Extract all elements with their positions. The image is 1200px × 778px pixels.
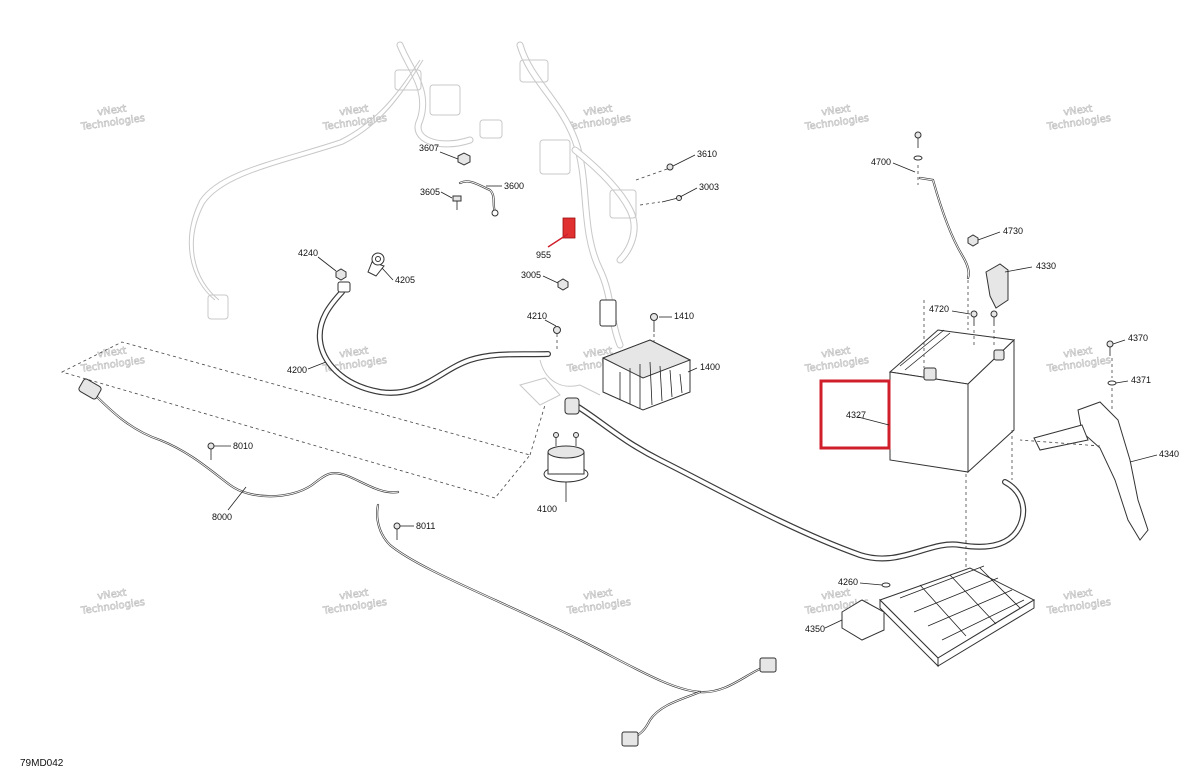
cover-4330 — [985, 263, 1009, 309]
screw-4720 — [970, 310, 998, 326]
svg-text:vNext: vNext — [97, 103, 128, 118]
svg-text:vNext: vNext — [821, 345, 852, 360]
screw-3003 — [661, 195, 682, 203]
part-label-8000: 8000 — [212, 512, 232, 522]
watermark: vNext Technologies — [321, 345, 388, 375]
svg-text:vNext: vNext — [583, 103, 614, 118]
svg-text:vNext: vNext — [1063, 345, 1094, 360]
part-label-4200: 4200 — [287, 365, 307, 375]
svg-text:vNext: vNext — [821, 103, 852, 118]
part-labels: 3607 3605 3600 3610 3003 955 3005 4240 4… — [212, 143, 1179, 634]
bracket-4340 — [1033, 401, 1149, 541]
watermark: vNext Technologies — [1045, 103, 1112, 133]
harness-8000 — [78, 378, 400, 498]
svg-text:vNext: vNext — [97, 587, 128, 602]
part-label-1410: 1410 — [674, 311, 694, 321]
part-label-1400: 1400 — [700, 362, 720, 372]
cable-negative — [564, 397, 1027, 562]
part-label-3003: 3003 — [699, 182, 719, 192]
svg-text:vNext: vNext — [583, 587, 614, 602]
relay-955-highlight — [547, 217, 576, 248]
bolt-3605 — [452, 195, 462, 210]
svg-text:vNext: vNext — [1063, 103, 1094, 118]
nut-4240 — [335, 268, 347, 281]
nut-4730 — [967, 234, 979, 247]
nut-3005 — [557, 278, 569, 291]
svg-text:vNext: vNext — [339, 345, 370, 360]
part-label-3607: 3607 — [419, 143, 439, 153]
part-label-4340: 4340 — [1159, 449, 1179, 459]
battery-strap-4700 — [913, 131, 970, 280]
watermark: vNext Technologies — [1045, 345, 1112, 375]
watermark: vNext Technologies — [79, 345, 146, 375]
part-label-4210: 4210 — [527, 311, 547, 321]
assembly-lines — [556, 165, 1113, 570]
part-label-8010: 8010 — [233, 441, 253, 451]
bolt-4370 — [1106, 340, 1114, 356]
watermark: vNext Technologies — [1045, 587, 1112, 617]
watermark: vNext Technologies — [803, 103, 870, 133]
clip-8010 — [207, 442, 215, 460]
watermark: vNext Technologies — [565, 587, 632, 617]
part-label-4350: 4350 — [805, 624, 825, 634]
highlight-box-4327 — [819, 379, 891, 450]
battery-body — [888, 329, 1016, 474]
part-label-4730: 4730 — [1003, 226, 1023, 236]
part-label-4205: 4205 — [395, 275, 415, 285]
svg-text:vNext: vNext — [1063, 587, 1094, 602]
harness-8011 — [376, 503, 777, 747]
svg-text:vNext: vNext — [97, 345, 128, 360]
svg-text:vNext: vNext — [821, 587, 852, 602]
part-label-4100: 4100 — [537, 504, 557, 514]
part-label-4371: 4371 — [1131, 375, 1151, 385]
part-label-4700: 4700 — [871, 157, 891, 167]
watermark: vNext Technologies — [79, 587, 146, 617]
clip-8011 — [393, 522, 401, 540]
tray-4350 — [841, 565, 1036, 668]
part-label-955: 955 — [536, 250, 551, 260]
cable-3600 — [458, 180, 499, 217]
leader-lines — [214, 151, 1158, 629]
solenoid-4100 — [543, 432, 589, 483]
part-label-3610: 3610 — [697, 149, 717, 159]
part-label-3005: 3005 — [521, 270, 541, 280]
part-label-3605: 3605 — [420, 187, 440, 197]
part-label-8011: 8011 — [416, 521, 435, 531]
part-label-4370: 4370 — [1128, 333, 1148, 343]
part-label-4720: 4720 — [929, 304, 949, 314]
dashed-region-outline — [60, 341, 546, 499]
nut-4260 — [881, 582, 891, 588]
screw-1410 — [650, 313, 658, 332]
part-label-4260: 4260 — [838, 577, 858, 587]
part-label-4240: 4240 — [298, 248, 318, 258]
watermark: vNext Technologies — [321, 103, 388, 133]
nut-4210 — [553, 326, 561, 334]
regulator-1400 — [599, 299, 692, 411]
terminal-4205 — [367, 252, 385, 277]
washer-4371 — [1107, 380, 1117, 386]
nut-3607 — [457, 152, 471, 166]
cable-4200 — [316, 281, 551, 396]
screw-3610 — [666, 163, 674, 171]
watermark: vNext Technologies — [803, 345, 870, 375]
diagram-code: 79MD042 — [20, 758, 64, 769]
watermark: vNext Technologies — [79, 103, 146, 133]
svg-text:vNext: vNext — [339, 103, 370, 118]
part-label-3600: 3600 — [504, 181, 524, 191]
part-label-4330: 4330 — [1036, 261, 1056, 271]
part-label-4327: 4327 — [846, 410, 866, 420]
svg-text:vNext: vNext — [339, 587, 370, 602]
watermark: vNext Technologies — [565, 103, 632, 133]
watermark: vNext Technologies — [321, 587, 388, 617]
